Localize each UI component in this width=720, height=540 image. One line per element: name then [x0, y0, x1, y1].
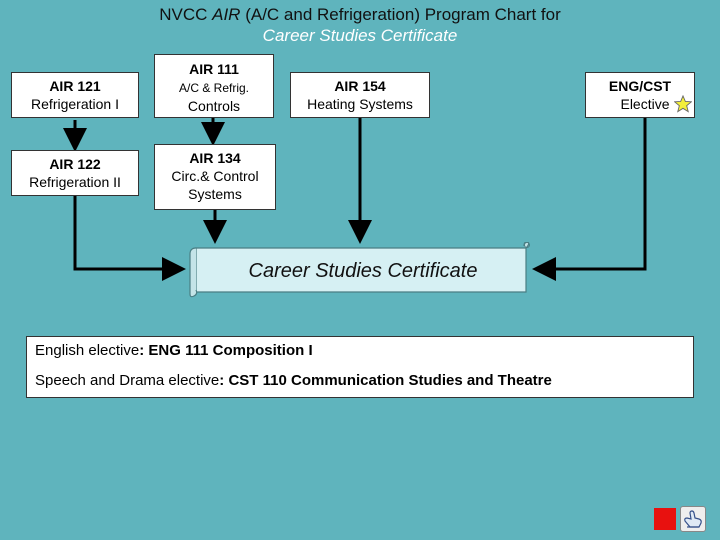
english-elective-line: English elective: ENG 111 Composition I	[35, 342, 313, 359]
course-box-air122: AIR 122 Refrigeration II	[11, 150, 139, 196]
course-name-line2: Controls	[187, 98, 241, 114]
course-name-line1: A/C & Refrig.	[178, 81, 250, 95]
course-name: Heating Systems	[307, 96, 413, 112]
course-code: AIR 111	[189, 61, 239, 77]
hand-pointer-button[interactable]	[680, 506, 706, 532]
course-name-line2: Systems	[188, 186, 242, 202]
certificate-scroll	[189, 242, 530, 298]
course-code: AIR 121	[49, 78, 101, 94]
certificate-label: Career Studies Certificate	[248, 260, 478, 282]
page-title: NVCC AIR (A/C and Refrigeration) Program…	[0, 4, 720, 46]
course-code: AIR 134	[189, 150, 241, 166]
course-box-engcst: ENG/CST Elective	[585, 72, 695, 118]
arrow-air122-to-certificate	[73, 196, 186, 281]
course-code: AIR 154	[334, 78, 386, 94]
course-name: Refrigeration I	[31, 96, 119, 112]
course-code: AIR 122	[49, 156, 101, 172]
star-icon	[674, 95, 692, 113]
hand-pointer-icon	[684, 510, 702, 528]
electives-info: English elective: ENG 111 Composition I …	[26, 336, 694, 398]
title-line2: Career Studies Certificate	[262, 26, 458, 45]
course-name: Refrigeration II	[29, 174, 121, 190]
course-box-air121: AIR 121 Refrigeration I	[11, 72, 139, 118]
red-square-button[interactable]	[654, 508, 676, 530]
course-box-air134: AIR 134 Circ.& Control Systems	[154, 144, 276, 210]
speech-elective-line: Speech and Drama elective: CST 110 Commu…	[35, 372, 552, 389]
course-name-line1: Circ.& Control	[171, 168, 259, 184]
course-box-air111: AIR 111 A/C & Refrig. Controls	[154, 54, 274, 118]
course-name: Elective	[620, 96, 670, 112]
arrow-engcst-to-certificate	[532, 118, 647, 281]
course-box-air154: AIR 154 Heating Systems	[290, 72, 430, 118]
course-code: ENG/CST	[608, 78, 672, 94]
title-line1: NVCC AIR (A/C and Refrigeration) Program…	[159, 5, 561, 24]
